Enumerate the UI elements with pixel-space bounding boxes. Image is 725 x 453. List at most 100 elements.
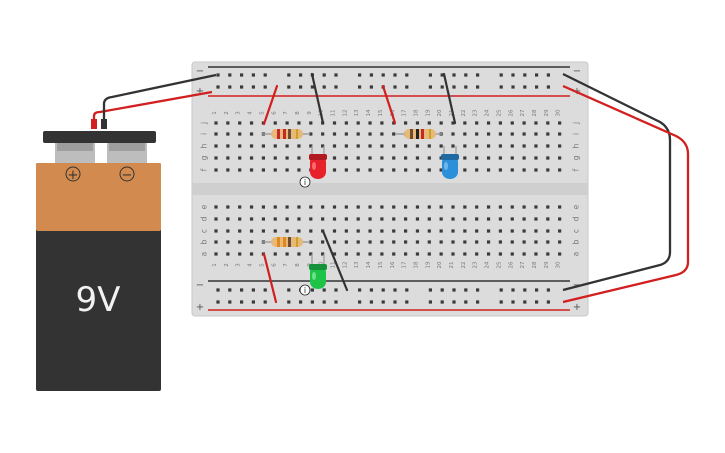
rail-hole-top-minus[interactable] — [334, 73, 338, 77]
hole-i13[interactable] — [356, 132, 360, 136]
hole-f8[interactable] — [297, 168, 301, 172]
hole-b20[interactable] — [439, 240, 443, 244]
rail-hole-bottom-minus[interactable] — [358, 288, 362, 292]
hole-b23[interactable] — [475, 240, 479, 244]
hole-j17[interactable] — [404, 121, 408, 125]
hole-j22[interactable] — [463, 121, 467, 125]
hole-j23[interactable] — [475, 121, 479, 125]
hole-h18[interactable] — [415, 144, 420, 148]
hole-f13[interactable] — [356, 168, 360, 172]
hole-c6[interactable] — [273, 229, 277, 233]
hole-f23[interactable] — [475, 168, 479, 172]
hole-f22[interactable] — [463, 168, 467, 172]
hole-g19[interactable] — [427, 156, 431, 160]
hole-e19[interactable] — [427, 205, 431, 209]
hole-i15[interactable] — [380, 132, 384, 136]
hole-a8[interactable] — [297, 252, 301, 256]
rail-hole-top-minus[interactable] — [428, 73, 432, 77]
hole-d14[interactable] — [368, 217, 372, 221]
hole-j2[interactable] — [226, 121, 230, 125]
rail-hole-top-plus[interactable] — [428, 85, 432, 89]
hole-a3[interactable] — [238, 252, 242, 256]
hole-d18[interactable] — [415, 217, 420, 221]
hole-c24[interactable] — [486, 229, 491, 233]
rail-hole-top-plus[interactable] — [287, 85, 291, 89]
breadboard-holes[interactable] — [214, 73, 562, 304]
hole-i30[interactable] — [558, 132, 562, 136]
hole-g6[interactable] — [273, 156, 277, 160]
hole-b24[interactable] — [486, 240, 491, 244]
hole-e8[interactable] — [297, 205, 301, 209]
hole-e21[interactable] — [451, 205, 455, 209]
hole-c1[interactable] — [214, 229, 218, 233]
rail-hole-bottom-plus[interactable] — [251, 300, 255, 304]
hole-g12[interactable] — [344, 156, 348, 160]
hole-e10[interactable] — [321, 205, 325, 209]
hole-f25[interactable] — [498, 168, 502, 172]
hole-j24[interactable] — [486, 121, 491, 125]
resistor-1[interactable] — [262, 129, 310, 139]
hole-a30[interactable] — [558, 252, 562, 256]
hole-h23[interactable] — [475, 144, 479, 148]
hole-b26[interactable] — [510, 240, 514, 244]
hole-c4[interactable] — [249, 229, 254, 233]
hole-d5[interactable] — [261, 217, 265, 221]
hole-f12[interactable] — [344, 168, 348, 172]
hole-e6[interactable] — [273, 205, 277, 209]
hole-e28[interactable] — [534, 205, 538, 209]
hole-c27[interactable] — [522, 229, 526, 233]
hole-f24[interactable] — [486, 168, 491, 172]
hole-c19[interactable] — [427, 229, 431, 233]
hole-e9[interactable] — [309, 205, 313, 209]
hole-f6[interactable] — [273, 168, 277, 172]
rail-hole-bottom-minus[interactable] — [464, 288, 468, 292]
rail-hole-top-minus[interactable] — [452, 73, 456, 77]
hole-j16[interactable] — [392, 121, 396, 125]
hole-h1[interactable] — [214, 144, 218, 148]
hole-a4[interactable] — [249, 252, 254, 256]
hole-i22[interactable] — [463, 132, 467, 136]
rail-hole-top-minus[interactable] — [523, 73, 527, 77]
hole-c5[interactable] — [261, 229, 265, 233]
hole-i12[interactable] — [344, 132, 348, 136]
hole-j3[interactable] — [238, 121, 242, 125]
rail-hole-top-plus[interactable] — [523, 85, 527, 89]
hole-j30[interactable] — [558, 121, 562, 125]
rail-hole-top-plus[interactable] — [405, 85, 409, 89]
hole-i1[interactable] — [214, 132, 218, 136]
hole-d26[interactable] — [510, 217, 514, 221]
hole-d12[interactable] — [344, 217, 348, 221]
rail-hole-bottom-minus[interactable] — [228, 288, 232, 292]
hole-c26[interactable] — [510, 229, 514, 233]
hole-j18[interactable] — [415, 121, 420, 125]
hole-h16[interactable] — [392, 144, 396, 148]
hole-d13[interactable] — [356, 217, 360, 221]
hole-j7[interactable] — [285, 121, 289, 125]
rail-hole-top-plus[interactable] — [369, 85, 373, 89]
hole-a6[interactable] — [273, 252, 277, 256]
hole-c14[interactable] — [368, 229, 372, 233]
rail-hole-top-minus[interactable] — [499, 73, 503, 77]
hole-d3[interactable] — [238, 217, 242, 221]
hole-f2[interactable] — [226, 168, 230, 172]
hole-g27[interactable] — [522, 156, 526, 160]
hole-b29[interactable] — [546, 240, 550, 244]
hole-i11[interactable] — [332, 132, 337, 136]
rail-hole-top-minus[interactable] — [240, 73, 244, 77]
rail-hole-bottom-plus[interactable] — [334, 300, 338, 304]
rail-hole-top-plus[interactable] — [240, 85, 244, 89]
hole-g16[interactable] — [392, 156, 396, 160]
rail-hole-bottom-plus[interactable] — [381, 300, 385, 304]
hole-g22[interactable] — [463, 156, 467, 160]
hole-d27[interactable] — [522, 217, 526, 221]
rail-hole-bottom-plus[interactable] — [511, 300, 515, 304]
hole-e25[interactable] — [498, 205, 502, 209]
hole-e26[interactable] — [510, 205, 514, 209]
rail-hole-bottom-minus[interactable] — [216, 288, 220, 292]
hole-e29[interactable] — [546, 205, 550, 209]
rail-hole-top-plus[interactable] — [511, 85, 515, 89]
hole-g24[interactable] — [486, 156, 491, 160]
hole-e18[interactable] — [415, 205, 420, 209]
hole-h6[interactable] — [273, 144, 277, 148]
hole-h24[interactable] — [486, 144, 491, 148]
